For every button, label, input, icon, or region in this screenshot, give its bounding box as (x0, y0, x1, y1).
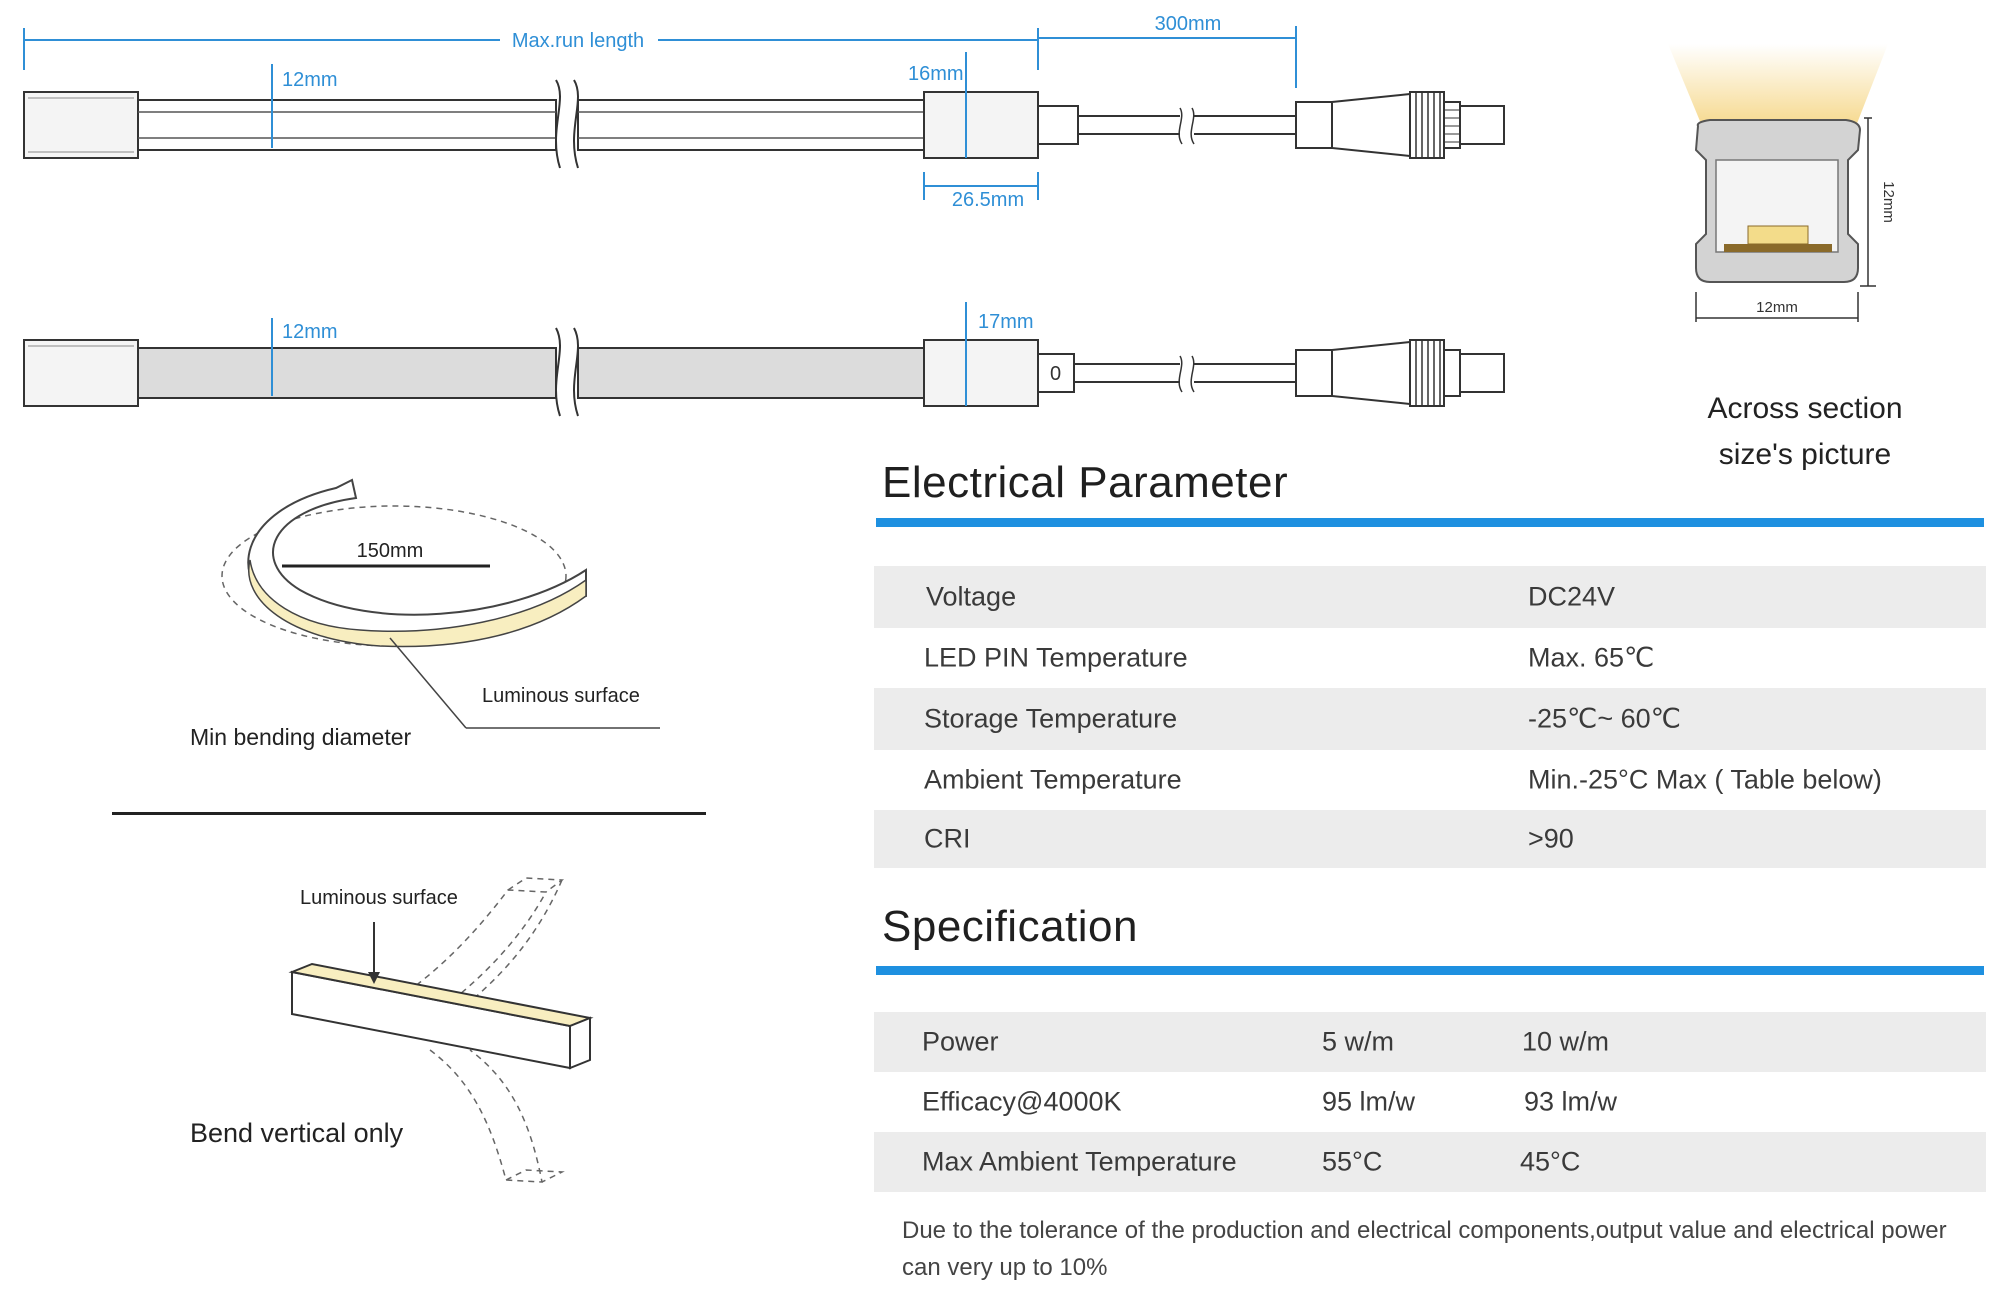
dim-endcap-height-top: 16mm (908, 63, 964, 85)
param-value: DC24V (1528, 581, 1616, 612)
table-row: Voltage DC24V (874, 566, 1986, 628)
dim-max-run: Max.run length (512, 30, 644, 52)
param-label: Ambient Temperature (924, 764, 1182, 795)
bending-luminous-surface-label: Luminous surface (482, 685, 640, 707)
spec-label: Power (922, 1026, 999, 1057)
dim-endcap-height-bottom: 17mm (978, 311, 1034, 333)
svg-text:0: 0 (1050, 363, 1061, 385)
table-row: Efficacy@4000K 95 lm/w 93 lm/w (874, 1072, 1986, 1132)
dim-endcap-length: 26.5mm (952, 189, 1024, 211)
vertical-bend-caption: Bend vertical only (190, 1118, 404, 1148)
vertical-luminous-surface-label: Luminous surface (300, 887, 458, 909)
table-row: Ambient Temperature Min.-25°C Max ( Tabl… (874, 750, 1986, 810)
spec-value-10w: 10 w/m (1522, 1026, 1610, 1057)
electrical-title-rule (876, 518, 1984, 527)
tolerance-note: Due to the tolerance of the production a… (902, 1217, 1947, 1281)
param-label: LED PIN Temperature (924, 642, 1188, 673)
dim-height-top: 12mm (282, 69, 338, 91)
spec-value-10w: 93 lm/w (1524, 1086, 1618, 1117)
param-value: >90 (1528, 823, 1574, 854)
cross-dim-height: 12mm (1880, 181, 1897, 223)
spec-value-10w: 45°C (1520, 1146, 1581, 1177)
cross-section-caption-line2: size's picture (1718, 438, 1892, 471)
electrical-parameter-table: Voltage DC24V LED PIN Temperature Max. 6… (874, 566, 1986, 868)
spec-value-5w: 55°C (1322, 1146, 1383, 1177)
electrical-parameter-title: Electrical Parameter (882, 458, 1289, 507)
table-row: LED PIN Temperature Max. 65℃ (874, 628, 1986, 688)
cross-section-caption-line1: Across section (1707, 392, 1903, 425)
section-divider (112, 812, 706, 815)
specification-title-rule (876, 966, 1984, 975)
bending-diagram: 150mm Luminous surface (221, 478, 660, 729)
param-value: Min.-25°C Max ( Table below) (1528, 764, 1882, 795)
table-row: Power 5 w/m 10 w/m (874, 1012, 1986, 1072)
dim-lead-length: 300mm (1155, 13, 1222, 35)
cross-section-caption: Across section size's picture (1660, 386, 1950, 478)
specification-title: Specification (882, 902, 1138, 951)
dim-height-bottom: 12mm (282, 321, 338, 343)
spec-label: Max Ambient Temperature (922, 1146, 1237, 1177)
specification-table: Power 5 w/m 10 w/m Efficacy@4000K 95 lm/… (874, 1012, 1986, 1192)
table-row: Storage Temperature -25℃~ 60℃ (874, 688, 1986, 750)
strip-diagram-top: Max.run length 300mm 12mm 16mm 2 (23, 13, 1505, 211)
param-label: CRI (924, 823, 971, 854)
param-value: -25℃~ 60℃ (1528, 703, 1681, 734)
spec-value-5w: 95 lm/w (1322, 1086, 1416, 1117)
spec-value-5w: 5 w/m (1322, 1026, 1395, 1057)
bending-caption: Min bending diameter (190, 724, 412, 750)
param-label: Voltage (926, 581, 1017, 612)
cross-section-diagram: 12mm 12mm (1668, 44, 1897, 322)
table-row: CRI >90 (874, 810, 1986, 868)
param-value: Max. 65℃ (1528, 642, 1655, 673)
cross-dim-width: 12mm (1756, 299, 1798, 316)
table-row: Max Ambient Temperature 55°C 45°C (874, 1132, 1986, 1192)
bending-diameter-label: 150mm (357, 540, 424, 562)
spec-label: Efficacy@4000K (922, 1086, 1122, 1117)
vertical-bend-diagram: Luminous surface (288, 877, 594, 1183)
strip-diagram-bottom: 0 12mm 17mm (23, 302, 1505, 417)
param-label: Storage Temperature (924, 703, 1178, 734)
